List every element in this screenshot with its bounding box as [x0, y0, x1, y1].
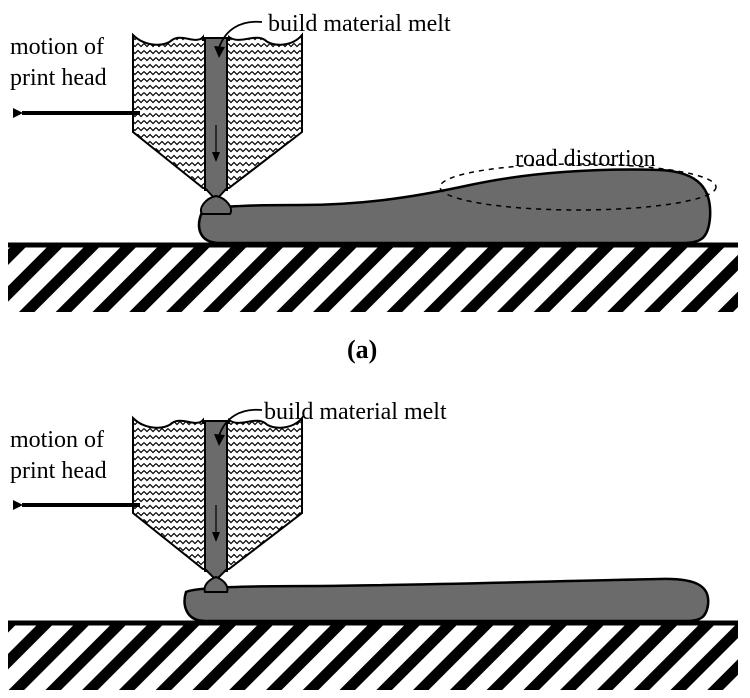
motion-label-line1: motion of: [10, 427, 104, 453]
nozzle-exit-melt: [200, 194, 232, 215]
panel-a-caption: (a): [347, 335, 377, 364]
motion-label-line1: motion of: [10, 34, 104, 60]
panel-a: build material melt motion of print head…: [8, 11, 738, 312]
print-head-nozzle: [132, 32, 303, 215]
deposited-road: [197, 168, 712, 245]
melt-channel: [204, 37, 228, 191]
panel-b: build material melt motion of print head: [8, 399, 738, 690]
build-platform: [8, 242, 738, 312]
print-head-nozzle: [132, 415, 303, 593]
motion-label-line2: print head: [10, 458, 107, 484]
melt-label: build material melt: [264, 399, 447, 425]
nozzle-exit-melt: [203, 575, 229, 593]
road-distortion-label: road distortion: [515, 146, 656, 172]
melt-channel: [204, 420, 228, 572]
melt-callout-arrow: [218, 20, 263, 49]
road-distortion-outline: [439, 163, 717, 211]
melt-label: build material melt: [268, 11, 451, 37]
build-platform: [8, 620, 738, 690]
melt-callout-arrow: [218, 408, 263, 437]
motion-label-line2: print head: [10, 65, 107, 91]
deposited-road: [183, 577, 710, 623]
